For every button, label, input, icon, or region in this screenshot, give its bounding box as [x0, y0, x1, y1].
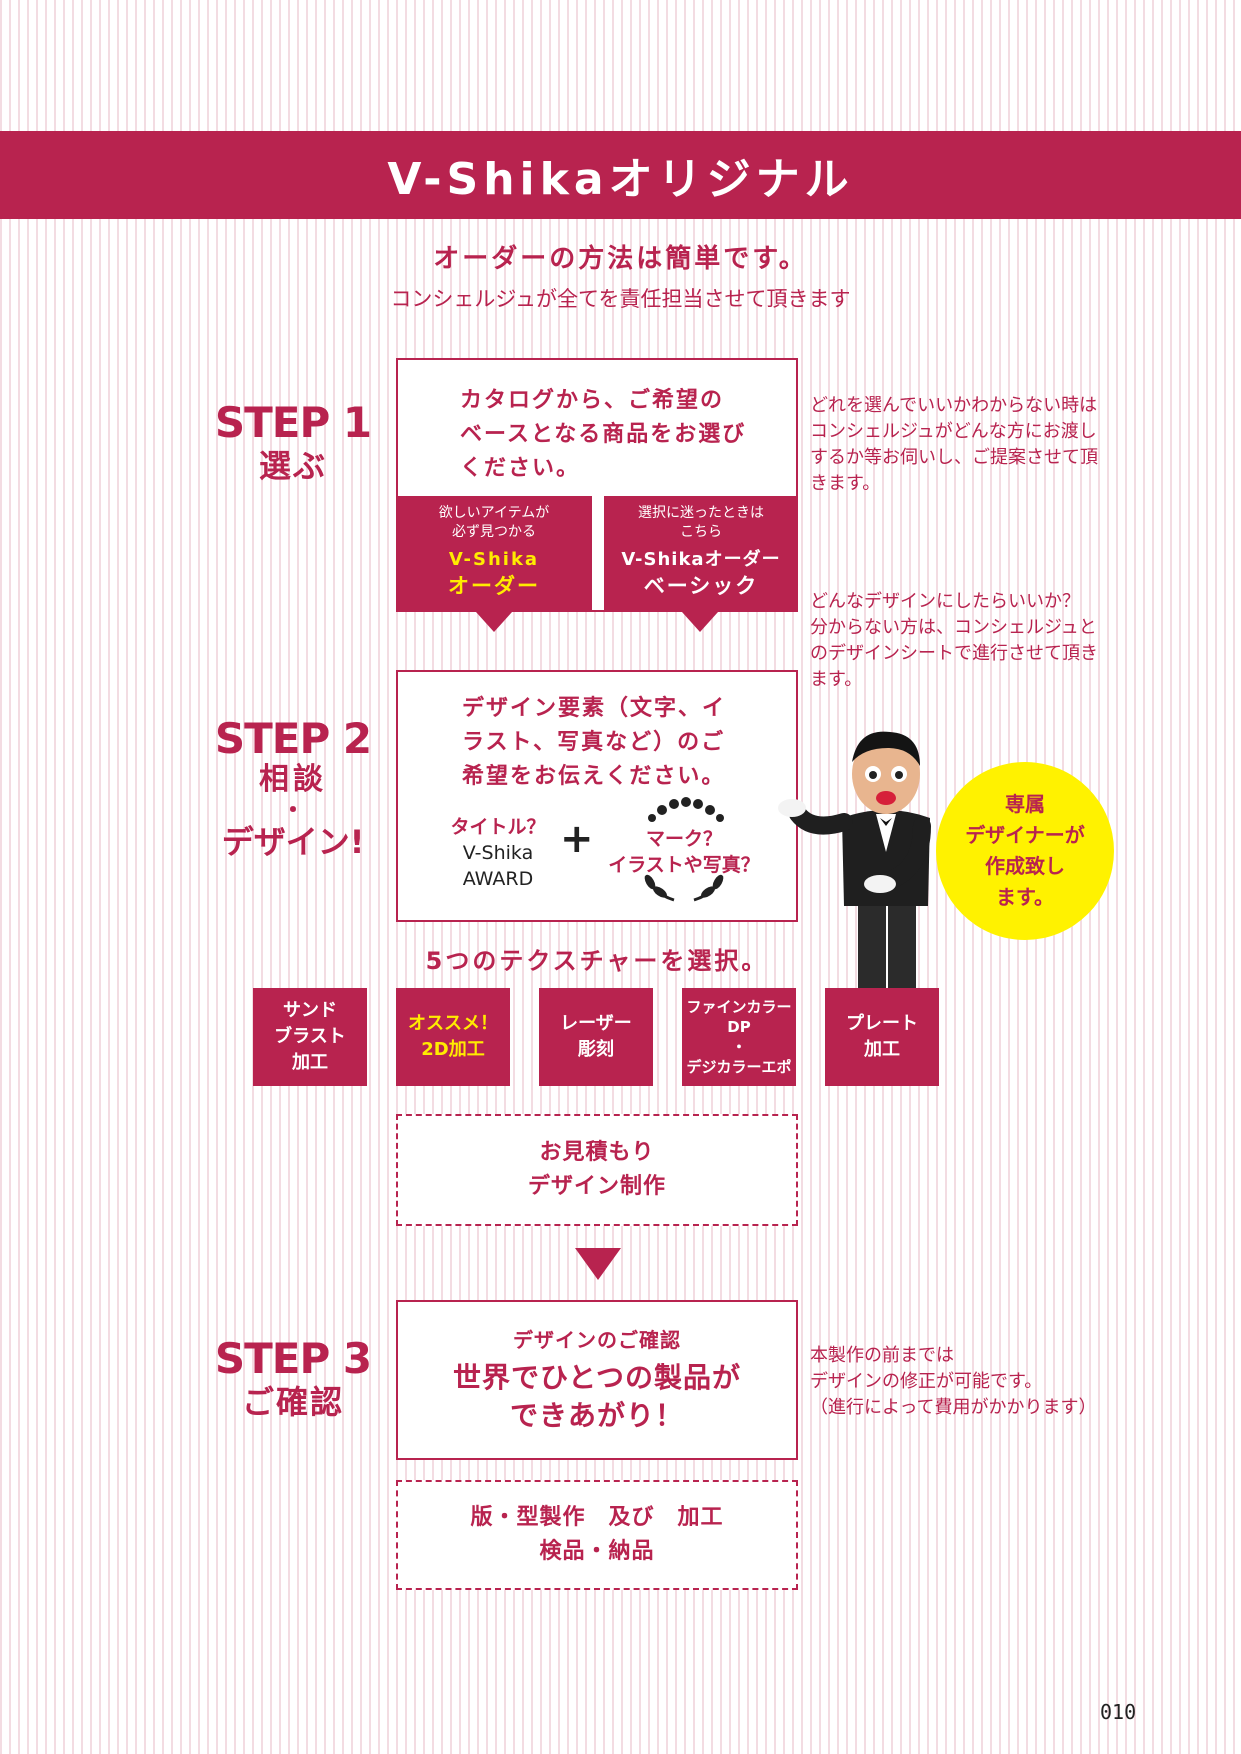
step3-box-big: 世界でひとつの製品が できあがり！	[453, 1359, 741, 1435]
intro: オーダーの方法は簡単です。 コンシェルジュが全てを責任担当させて頂きます	[0, 240, 1241, 316]
texture-line: 2D加工	[421, 1039, 485, 1060]
texture-line: デジカラーエポ	[686, 1058, 792, 1076]
texture-laser[interactable]: レーザー 彫刻	[539, 988, 653, 1086]
arrow-down-icon	[476, 612, 512, 632]
estimate-line: お見積もり	[539, 1140, 655, 1165]
note-line: デザインの修正が可能です。	[810, 1371, 1043, 1392]
note-line: ます。	[810, 669, 863, 690]
texture-line: オススメ！	[408, 1013, 498, 1034]
caption-line: 選択に迷ったときは	[638, 505, 764, 521]
option-vshika-order[interactable]: 欲しいアイテムが 必ず見つかる V-Shika オーダー	[396, 496, 592, 612]
step2-note: どんなデザインにしたらいいか？ 分からない方は、コンシェルジュと のデザインシー…	[810, 589, 1130, 693]
production-box: 版・型製作 及び 加工 検品・納品	[396, 1480, 798, 1590]
texture-2d[interactable]: オススメ！ 2D加工	[396, 988, 510, 1086]
texture-sandblast[interactable]: サンド ブラスト 加工	[253, 988, 367, 1086]
arrow-down-icon	[682, 612, 718, 632]
bubble-line: 専属	[1005, 792, 1045, 816]
caption-line: 必ず見つかる	[452, 524, 536, 540]
step1-box-line: ベースとなる商品をお選び	[460, 422, 747, 447]
step2-name-line1: 相談	[259, 762, 327, 797]
step2-box: デザイン要素（文字、イ ラスト、写真など）のご 希望をお伝えください。 タイトル…	[396, 670, 798, 922]
estimate-box: お見積もり デザイン制作	[396, 1114, 798, 1226]
designer-bubble: 専属 デザイナーが 作成致し ます。	[936, 762, 1114, 940]
option-b-caption: 選択に迷ったときは こちら	[604, 504, 798, 542]
step2-name-line3: デザイン!	[221, 823, 365, 861]
step1-box-line: ください。	[460, 456, 581, 481]
bubble-line: デザイナーが	[965, 823, 1085, 847]
option-vshika-basic[interactable]: 選択に迷ったときは こちら V-Shikaオーダー ベーシック	[604, 496, 798, 612]
plus-icon: +	[560, 816, 594, 862]
option-a-line2: オーダー	[448, 574, 540, 598]
mark-example: マーク？ イラストや写真？	[608, 826, 760, 878]
arrow-down-icon	[575, 1248, 621, 1280]
estimate-line: デザイン制作	[527, 1174, 666, 1199]
texture-line: サンド	[283, 1000, 337, 1021]
bubble-line: 作成致し	[985, 854, 1065, 878]
step3-big-line: 世界でひとつの製品が	[452, 1361, 742, 1394]
note-line: 分からない方は、コンシェルジュと	[810, 617, 1097, 638]
step2-name-line2: ・	[281, 796, 305, 824]
step3-name: ご確認	[241, 1383, 344, 1421]
intro-headline: オーダーの方法は簡単です。	[433, 244, 808, 274]
bubble-line: ます。	[996, 885, 1054, 909]
step2-box-text: デザイン要素（文字、イ ラスト、写真など）のご 希望をお伝えください。	[462, 692, 726, 794]
title-example-line: V-Shika	[462, 842, 534, 864]
step3-box: デザインのご確認 世界でひとつの製品が できあがり！	[396, 1300, 798, 1460]
mark-example-line: マーク？	[645, 828, 722, 850]
texture-line: 加工	[292, 1052, 328, 1073]
note-line: するか等お伺いし、ご提案させて頂	[810, 447, 1098, 468]
step2-label: STEP 2 相談 ・ デザイン!	[188, 716, 398, 862]
texture-line: ファインカラーDP	[686, 998, 792, 1036]
note-line: 本製作の前までは	[810, 1345, 954, 1366]
texture-line: ブラスト	[274, 1026, 346, 1047]
title-example: タイトル？ V-Shika AWARD	[438, 814, 558, 892]
intro-subline: コンシェルジュが全てを責任担当させて頂きます	[390, 287, 851, 311]
step1-note: どれを選んでいいかわからない時は コンシェルジュがどんな方にお渡し するか等お伺…	[810, 393, 1130, 497]
option-b-line1: V-Shikaオーダー	[621, 549, 781, 570]
step3-number: STEP 3	[214, 1334, 372, 1383]
title-example-line: タイトル？	[450, 816, 546, 838]
note-line: どんなデザインにしたらいいか？	[810, 591, 1080, 612]
laurel-icon	[644, 797, 724, 902]
texture-line: 彫刻	[578, 1039, 614, 1060]
step2-box-line: 希望をお伝えください。	[462, 764, 726, 789]
step3-note: 本製作の前までは デザインの修正が可能です。 （進行によって費用がかかります）	[810, 1343, 1140, 1421]
caption-line: 欲しいアイテムが	[438, 505, 550, 521]
texture-line: ・	[731, 1038, 747, 1056]
step3-big-line: できあがり！	[509, 1399, 684, 1432]
texture-line: 加工	[864, 1039, 900, 1060]
note-line: きます。	[810, 473, 881, 494]
step1-box-text: カタログから、ご希望の ベースとなる商品をお選び ください。	[460, 384, 746, 486]
production-line: 版・型製作 及び 加工	[470, 1505, 724, 1530]
banner-title: V-Shikaオリジナル	[387, 154, 854, 205]
mark-example-line: イラストや写真？	[608, 854, 760, 876]
title-example-line: AWARD	[462, 868, 534, 890]
note-line: （進行によって費用がかかります）	[810, 1397, 1097, 1418]
option-a-caption: 欲しいアイテムが 必ず見つかる	[396, 504, 592, 542]
step2-box-line: ラスト、写真など）のご	[462, 730, 726, 755]
step3-box-small: デザインのご確認	[513, 1328, 681, 1352]
option-b-line2: ベーシック	[643, 574, 759, 598]
option-a-line1: V-Shika	[448, 549, 540, 570]
step3-label: STEP 3 ご確認	[188, 1336, 398, 1422]
texture-heading: 5つのテクスチャーを選択。	[425, 947, 769, 975]
texture-line: プレート	[846, 1013, 918, 1034]
texture-plate[interactable]: プレート 加工	[825, 988, 939, 1086]
page-number: 010	[1100, 1700, 1137, 1724]
step1-label: STEP 1 選ぶ	[188, 400, 398, 486]
production-line: 検品・納品	[539, 1539, 655, 1564]
caption-line: こちら	[680, 524, 722, 540]
step1-number: STEP 1	[214, 398, 372, 447]
step1-name: 選ぶ	[258, 447, 327, 485]
note-line: どれを選んでいいかわからない時は	[810, 395, 1098, 416]
texture-line: レーザー	[560, 1013, 632, 1034]
step2-box-line: デザイン要素（文字、イ	[462, 696, 727, 721]
step2-number: STEP 2	[214, 714, 372, 763]
concierge-illustration	[778, 731, 931, 988]
step1-box-line: カタログから、ご希望の	[460, 388, 725, 413]
note-line: のデザインシートで進行させて頂き	[810, 643, 1098, 664]
title-banner: V-Shikaオリジナル	[0, 131, 1241, 219]
note-line: コンシェルジュがどんな方にお渡し	[810, 421, 1097, 442]
texture-fine-color[interactable]: ファインカラーDP ・ デジカラーエポ	[682, 988, 796, 1086]
